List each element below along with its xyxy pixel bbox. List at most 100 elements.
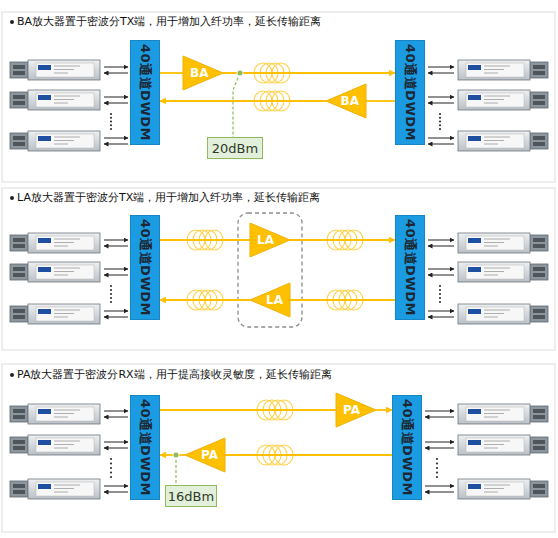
sfp-print [54,485,80,486]
signal-arrow [428,269,454,270]
ellipsis-dot [439,285,441,287]
sfp-logo [38,309,51,314]
signal-arrow [104,103,128,104]
power-callout: 20dBm [207,137,263,159]
sfp-logo [38,136,51,141]
mux-label: 40通道DWDM [401,44,419,141]
signal-arrow [428,97,454,98]
sfp-print [484,144,498,145]
sfp-label-plate [466,236,524,250]
sfp-cage [530,437,548,453]
sfp-body [28,479,100,499]
sfp-body [28,233,100,253]
signal-arrow [104,97,128,98]
sfp-port [13,309,25,313]
sfp-print [484,246,498,247]
signal-arrow [104,275,128,276]
signal-arrow [425,442,454,443]
signal-arrow [104,417,128,418]
sfp-label-plate [36,438,94,452]
sfp-body [28,404,100,424]
ellipsis-dot [110,289,112,291]
ellipsis-dot [439,289,441,291]
ellipsis-dot [110,120,112,122]
sfp-module [10,262,100,282]
sfp-module [10,131,100,151]
sfp-label-plate [466,265,524,279]
sfp-print [484,271,504,272]
ellipsis-dot [110,124,112,126]
sfp-port [13,415,25,419]
panel-frame [2,188,555,350]
sfp-print [484,140,504,141]
sfp-print [484,268,510,269]
ellipsis-dot [439,301,441,303]
signal-arrow [104,442,128,443]
sfp-module [10,90,100,110]
sfp-cage [10,92,28,108]
sfp-label-plate [466,307,524,321]
sfp-print [54,144,68,145]
sfp-cage [10,437,28,453]
sfp-print [54,137,80,138]
sfp-print [484,317,498,318]
sfp-cage [10,133,28,149]
signal-arrow [104,411,128,412]
bullet-dot [10,373,14,377]
sfp-print [54,317,68,318]
sfp-cage [530,306,548,322]
sfp-print [54,242,74,243]
triangle-fill [250,283,290,317]
sfp-cage [530,406,548,422]
sfp-label-plate [36,236,94,250]
sfp-print [54,310,80,311]
sfp-port [533,484,545,488]
ellipsis-dot [110,113,112,115]
sfp-print [54,268,80,269]
sfp-module [458,435,548,455]
sfp-print [54,103,68,104]
sfp-print [484,239,510,240]
sfp-body [458,233,530,253]
sfp-port [13,409,25,413]
signal-arrow [104,317,128,318]
sfp-module [458,404,548,424]
ellipsis-dot [436,471,438,473]
signal-arrow [428,311,454,312]
sfp-port [533,490,545,494]
ellipsis-dot [110,128,112,130]
sfp-print [484,73,498,74]
sfp-label-plate [36,307,94,321]
amplifier-triangle: LA [250,223,290,257]
ellipsis-dot [436,458,438,460]
sfp-print [484,310,510,311]
signal-arrow [104,138,128,139]
amplifier-label: BA [190,66,208,80]
sfp-print [484,99,504,100]
mux-label: 40通道DWDM [136,44,154,141]
signal-arrow [425,411,454,412]
sfp-print [54,313,74,314]
sfp-port [533,415,545,419]
ellipsis-dot [436,462,438,464]
signal-arrow [104,448,128,449]
sfp-port [533,446,545,450]
dwdm-mux: 40通道DWDM [395,215,425,320]
ellipsis-dot [439,113,441,115]
signal-arrow [104,486,128,487]
mux-label: 40通道DWDM [401,219,419,316]
sfp-print [54,413,74,414]
sfp-body [28,304,100,324]
sfp-print [54,271,74,272]
sfp-port [13,273,25,277]
sfp-logo [468,95,481,100]
fiber-link [366,100,395,102]
sfp-logo [38,409,51,414]
sfp-module [10,404,100,424]
fiber-link [160,299,250,301]
signal-arrow [428,144,454,145]
signal-arrow [104,246,128,247]
sfp-cage [10,235,28,251]
ellipsis-dot [110,476,112,478]
ellipsis-dot [439,293,441,295]
